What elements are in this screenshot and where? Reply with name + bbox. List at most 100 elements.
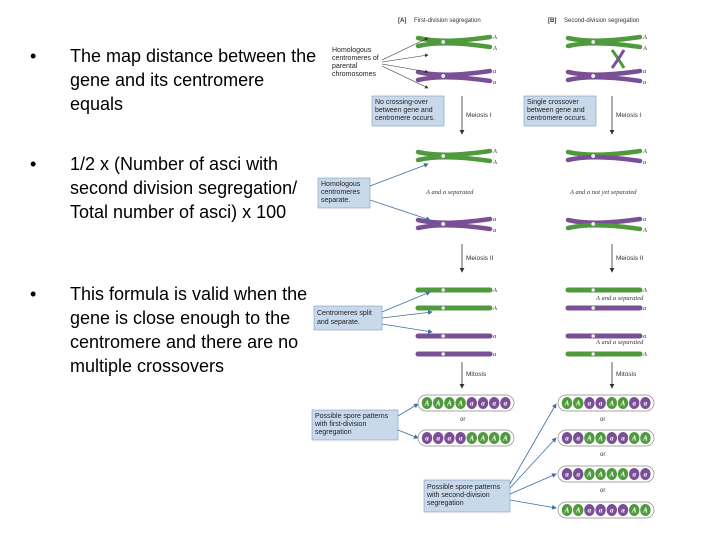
spore: a — [640, 397, 651, 409]
step-meiosis1-b: Meiosis I — [616, 112, 642, 119]
step-meiosis2-a: Meiosis II — [466, 255, 494, 262]
or-label-b-2: or — [600, 452, 605, 458]
spore: a — [617, 504, 629, 516]
bullet-text: The map distance between the gene and it… — [70, 46, 317, 114]
svg-text:A: A — [642, 45, 647, 52]
chromatid-b-3: a — [565, 333, 646, 340]
spore: a — [573, 432, 584, 444]
svg-text:a: a — [459, 435, 463, 443]
svg-text:a: a — [643, 159, 646, 166]
spore: A — [500, 432, 511, 444]
svg-text:a: a — [493, 79, 496, 86]
svg-text:A: A — [608, 400, 614, 408]
svg-text:a: a — [632, 400, 636, 408]
chromatid-a-4: a — [415, 351, 496, 358]
spore: A — [561, 504, 573, 516]
or-label-b-1: or — [600, 417, 605, 423]
spore: A — [640, 432, 651, 444]
spore: A — [617, 468, 629, 480]
spore: a — [455, 432, 466, 444]
svg-text:A: A — [642, 507, 648, 515]
spore: A — [421, 397, 433, 409]
svg-text:a: a — [493, 333, 496, 340]
svg-text:a: a — [621, 435, 625, 443]
svg-text:A: A — [502, 435, 508, 443]
svg-text:A: A — [631, 507, 637, 515]
svg-text:a: a — [643, 333, 646, 340]
svg-text:a: a — [643, 216, 646, 223]
svg-text:a: a — [470, 400, 474, 408]
spore: a — [629, 468, 640, 480]
svg-text:A: A — [480, 435, 486, 443]
svg-text:A: A — [492, 148, 497, 155]
spore: A — [595, 468, 606, 480]
spore: a — [584, 397, 595, 409]
spore: a — [561, 432, 573, 444]
svg-text:A: A — [564, 400, 570, 408]
chromatid-b-1: A — [565, 287, 647, 294]
svg-text:a: a — [644, 400, 648, 408]
svg-text:A: A — [642, 227, 647, 234]
caption-b-separated-1: A and a separated — [595, 295, 644, 302]
chromatid-b-2: a — [565, 305, 646, 312]
spore: a — [606, 504, 617, 516]
svg-text:a: a — [493, 216, 496, 223]
svg-text:A: A — [564, 507, 570, 515]
or-label-a: or — [460, 417, 465, 423]
spore: a — [595, 504, 606, 516]
spore: A — [640, 504, 651, 516]
spore: A — [433, 397, 444, 409]
svg-text:A: A — [491, 435, 497, 443]
spore: a — [573, 468, 584, 480]
svg-text:a: a — [588, 507, 592, 515]
svg-text:A: A — [642, 351, 647, 358]
svg-text:a: a — [610, 435, 614, 443]
chromosome-b-m1-1: Aa — [565, 148, 647, 166]
svg-text:a: a — [436, 435, 440, 443]
chromatid-a-1: A — [415, 287, 497, 294]
svg-text:A: A — [620, 400, 626, 408]
svg-text:a: a — [621, 507, 625, 515]
spore: A — [561, 397, 573, 409]
step-arrows — [459, 96, 615, 389]
svg-text:A: A — [631, 435, 637, 443]
svg-text:a: a — [643, 305, 646, 312]
spore: A — [584, 432, 595, 444]
svg-text:a: a — [565, 435, 569, 443]
chromatid-a-3: a — [415, 333, 496, 340]
panel-b-title: Second-division segregation — [564, 18, 639, 24]
spore: A — [606, 397, 617, 409]
svg-text:A: A — [642, 287, 647, 294]
bullet-symbol: • — [30, 284, 37, 304]
bullet-text: 1/2 x (Number of asci with second divisi… — [70, 154, 298, 222]
spore: a — [489, 397, 500, 409]
svg-text:A: A — [575, 400, 581, 408]
svg-text:A: A — [492, 305, 497, 312]
chromatid-a-2: A — [415, 305, 497, 312]
step-mitosis-a: Mitosis — [466, 371, 487, 378]
segregation-figure: [A] First-division segregation [B] Secon… — [311, 18, 655, 519]
panel-b-letter: [B] — [548, 18, 556, 24]
svg-text:a: a — [644, 471, 648, 479]
bullet-symbol: • — [30, 46, 37, 66]
spore: A — [573, 397, 584, 409]
svg-text:a: a — [448, 435, 452, 443]
svg-text:a: a — [599, 507, 603, 515]
svg-text:A: A — [492, 159, 497, 166]
spore: a — [640, 468, 651, 480]
chromosome-b-parent-1: AA — [565, 34, 647, 52]
